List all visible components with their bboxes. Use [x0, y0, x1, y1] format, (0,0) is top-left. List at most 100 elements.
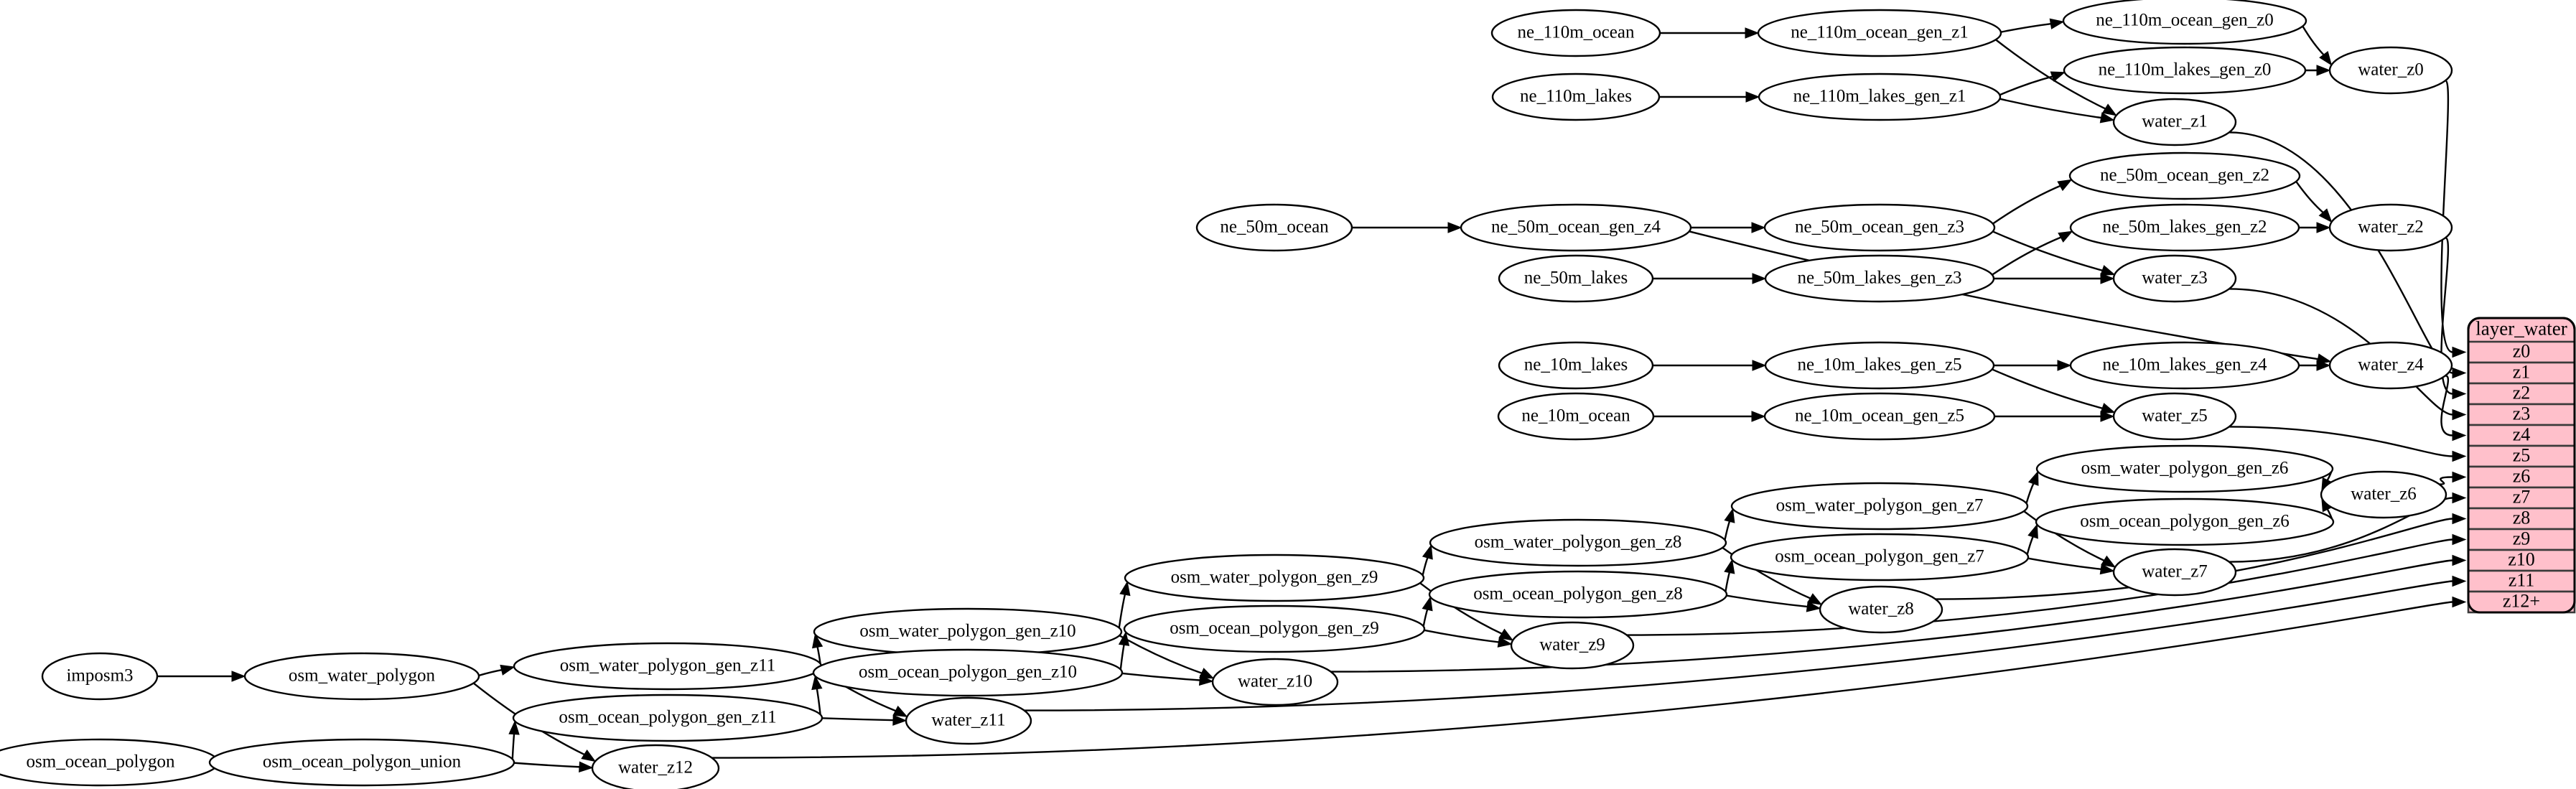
node-osm_ocean_polygon_gen_z7[interactable]: osm_ocean_polygon_gen_z7 — [1730, 533, 2030, 582]
table-row-z4[interactable] — [2467, 424, 2576, 447]
node-shape — [1757, 9, 2002, 57]
node-osm_ocean_polygon_gen_z9[interactable]: osm_ocean_polygon_gen_z9 — [1123, 604, 1426, 653]
node-water_z3[interactable]: water_z3 — [2112, 254, 2237, 303]
node-shape — [2063, 46, 2307, 95]
node-label-water_z10: water_z10 — [1238, 672, 1312, 691]
table-row-label-z0: z0 — [2513, 340, 2531, 361]
node-label-osm_water_polygon_gen_z8: osm_water_polygon_gen_z8 — [1475, 533, 1682, 552]
node-ne_10m_ocean[interactable]: ne_10m_ocean — [1497, 392, 1655, 441]
node-shape — [1510, 621, 1635, 670]
node-water_z0[interactable]: water_z0 — [2328, 46, 2453, 95]
layer-water-table-group[interactable]: layer_waterz0z1z2z3z4z5z6z7z8z9z10z11z12… — [2467, 317, 2576, 614]
table-row-z7[interactable] — [2467, 486, 2576, 510]
node-ne_10m_lakes[interactable]: ne_10m_lakes — [1498, 341, 1654, 390]
table-edge-z4 — [2440, 375, 2467, 442]
graph-edge — [1652, 360, 1767, 371]
table-title: layer_water — [2475, 318, 2567, 340]
node-ne_110m_lakes_gen_z0[interactable]: ne_110m_lakes_gen_z0 — [2063, 46, 2307, 95]
table-row-label-z9: z9 — [2513, 528, 2531, 548]
node-ne_10m_lakes_gen_z5[interactable]: ne_10m_lakes_gen_z5 — [1764, 341, 1995, 390]
node-ne_50m_ocean_gen_z2[interactable]: ne_50m_ocean_gen_z2 — [2068, 151, 2301, 200]
table-row-label-z2: z2 — [2513, 382, 2531, 403]
table-row-label-z5: z5 — [2513, 444, 2531, 465]
node-label-osm_water_polygon_gen_z6: osm_water_polygon_gen_z6 — [2081, 459, 2289, 478]
node-water_z4[interactable]: water_z4 — [2328, 341, 2453, 390]
graph-edge — [1422, 544, 1433, 576]
node-shape — [1491, 73, 1661, 121]
node-shape — [1819, 585, 1943, 634]
node-water_z6[interactable]: water_z6 — [2320, 470, 2447, 519]
node-water_z10[interactable]: water_z10 — [1211, 658, 1339, 706]
node-label-ne_50m_lakes_gen_z2: ne_50m_lakes_gen_z2 — [2102, 218, 2267, 237]
node-shape — [1498, 341, 1654, 390]
graph-edge — [157, 671, 246, 682]
node-osm_water_polygon_gen_z8[interactable]: osm_water_polygon_gen_z8 — [1429, 518, 1727, 567]
node-ne_10m_lakes_gen_z4[interactable]: ne_10m_lakes_gen_z4 — [2069, 341, 2300, 390]
node-water_z5[interactable]: water_z5 — [2112, 392, 2237, 441]
node-shape — [2320, 470, 2447, 519]
node-osm_water_polygon_gen_z11[interactable]: osm_water_polygon_gen_z11 — [513, 642, 823, 691]
node-water_z8[interactable]: water_z8 — [1819, 585, 1943, 634]
graph-edge — [513, 761, 594, 772]
node-ne_50m_lakes_gen_z2[interactable]: ne_50m_lakes_gen_z2 — [2069, 203, 2300, 252]
node-osm_water_polygon_gen_z7[interactable]: osm_water_polygon_gen_z7 — [1730, 482, 2029, 531]
graph-edge — [1424, 629, 1513, 648]
node-ne_110m_lakes[interactable]: ne_110m_lakes — [1491, 73, 1661, 121]
node-shape — [1764, 341, 1995, 390]
table-edge-z8 — [1936, 513, 2467, 600]
layer-water-table[interactable]: layer_waterz0z1z2z3z4z5z6z7z8z9z10z11z12… — [2467, 317, 2576, 614]
graph-edge — [1352, 222, 1462, 233]
graph-edge — [1724, 559, 1735, 592]
node-ne_50m_lakes_gen_z3[interactable]: ne_50m_lakes_gen_z3 — [1764, 254, 1995, 303]
graph-edge — [1995, 39, 2117, 116]
graph-edge — [2023, 510, 2117, 568]
node-ne_110m_ocean[interactable]: ne_110m_ocean — [1490, 9, 1661, 57]
graph-edge — [1726, 594, 1821, 612]
node-water_z12[interactable]: water_z12 — [591, 744, 720, 789]
node-water_z11[interactable]: water_z11 — [905, 696, 1032, 745]
node-label-osm_ocean_polygon: osm_ocean_polygon — [27, 752, 175, 772]
node-water_z9[interactable]: water_z9 — [1510, 621, 1635, 670]
graph-edge — [1992, 230, 2073, 276]
node-label-water_z9: water_z9 — [1539, 635, 1605, 655]
node-label-ne_110m_lakes_gen_z1: ne_110m_lakes_gen_z1 — [1793, 87, 1966, 106]
node-label-water_z2: water_z2 — [2358, 218, 2424, 237]
table-outline-top — [2467, 317, 2576, 614]
table-row-z12+[interactable] — [2467, 590, 2576, 614]
table-edge-z11 — [1025, 575, 2467, 711]
node-ne_110m_ocean_gen_z1[interactable]: ne_110m_ocean_gen_z1 — [1757, 9, 2002, 57]
node-osm_water_polygon_gen_z9[interactable]: osm_water_polygon_gen_z9 — [1124, 554, 1425, 602]
node-osm_water_polygon_gen_z10[interactable]: osm_water_polygon_gen_z10 — [813, 607, 1123, 656]
node-label-ne_110m_lakes_gen_z0: ne_110m_lakes_gen_z0 — [2099, 60, 2272, 80]
node-ne_50m_ocean_gen_z4[interactable]: ne_50m_ocean_gen_z4 — [1460, 203, 1692, 252]
node-ne_50m_ocean_gen_z3[interactable]: ne_50m_ocean_gen_z3 — [1763, 203, 1996, 252]
node-ne_50m_lakes[interactable]: ne_50m_lakes — [1498, 254, 1654, 303]
node-label-ne_110m_ocean_gen_z0: ne_110m_ocean_gen_z0 — [2096, 11, 2274, 30]
node-label-water_z3: water_z3 — [2142, 269, 2208, 288]
table-row-z11[interactable] — [2467, 569, 2576, 593]
node-osm_ocean_polygon[interactable]: osm_ocean_polygon — [0, 738, 220, 787]
node-label-ne_10m_lakes_gen_z4: ne_10m_lakes_gen_z4 — [2102, 355, 2267, 375]
node-osm_ocean_polygon_gen_z8[interactable]: osm_ocean_polygon_gen_z8 — [1428, 570, 1728, 619]
node-water_z2[interactable]: water_z2 — [2328, 203, 2453, 252]
node-osm_ocean_polygon_union[interactable]: osm_ocean_polygon_union — [208, 738, 515, 787]
table-row-label-z12+: z12+ — [2503, 590, 2540, 611]
node-water_z1[interactable]: water_z1 — [2112, 98, 2237, 146]
node-ne_10m_ocean_gen_z5[interactable]: ne_10m_ocean_gen_z5 — [1763, 392, 1996, 441]
node-osm_ocean_polygon_gen_z11[interactable]: osm_ocean_polygon_gen_z11 — [512, 694, 823, 742]
node-osm_water_polygon_gen_z6[interactable]: osm_water_polygon_gen_z6 — [2035, 444, 2334, 493]
node-osm_water_polygon[interactable]: osm_water_polygon — [243, 652, 480, 701]
node-osm_ocean_polygon_gen_z6[interactable]: osm_ocean_polygon_gen_z6 — [2035, 498, 2335, 546]
node-ne_110m_ocean_gen_z0[interactable]: ne_110m_ocean_gen_z0 — [2062, 0, 2307, 45]
node-imposm3[interactable]: imposm3 — [41, 652, 159, 701]
node-shape — [2035, 498, 2335, 546]
node-label-osm_ocean_polygon_gen_z8: osm_ocean_polygon_gen_z8 — [1473, 584, 1683, 604]
graph-edge — [1691, 222, 1766, 233]
node-ne_110m_lakes_gen_z1[interactable]: ne_110m_lakes_gen_z1 — [1758, 73, 2002, 121]
node-water_z7[interactable]: water_z7 — [2112, 548, 2237, 597]
node-shape — [41, 652, 159, 701]
node-ne_50m_ocean[interactable]: ne_50m_ocean — [1195, 203, 1353, 252]
graph-edge — [508, 720, 520, 760]
node-osm_ocean_polygon_gen_z10[interactable]: osm_ocean_polygon_gen_z10 — [812, 648, 1124, 697]
